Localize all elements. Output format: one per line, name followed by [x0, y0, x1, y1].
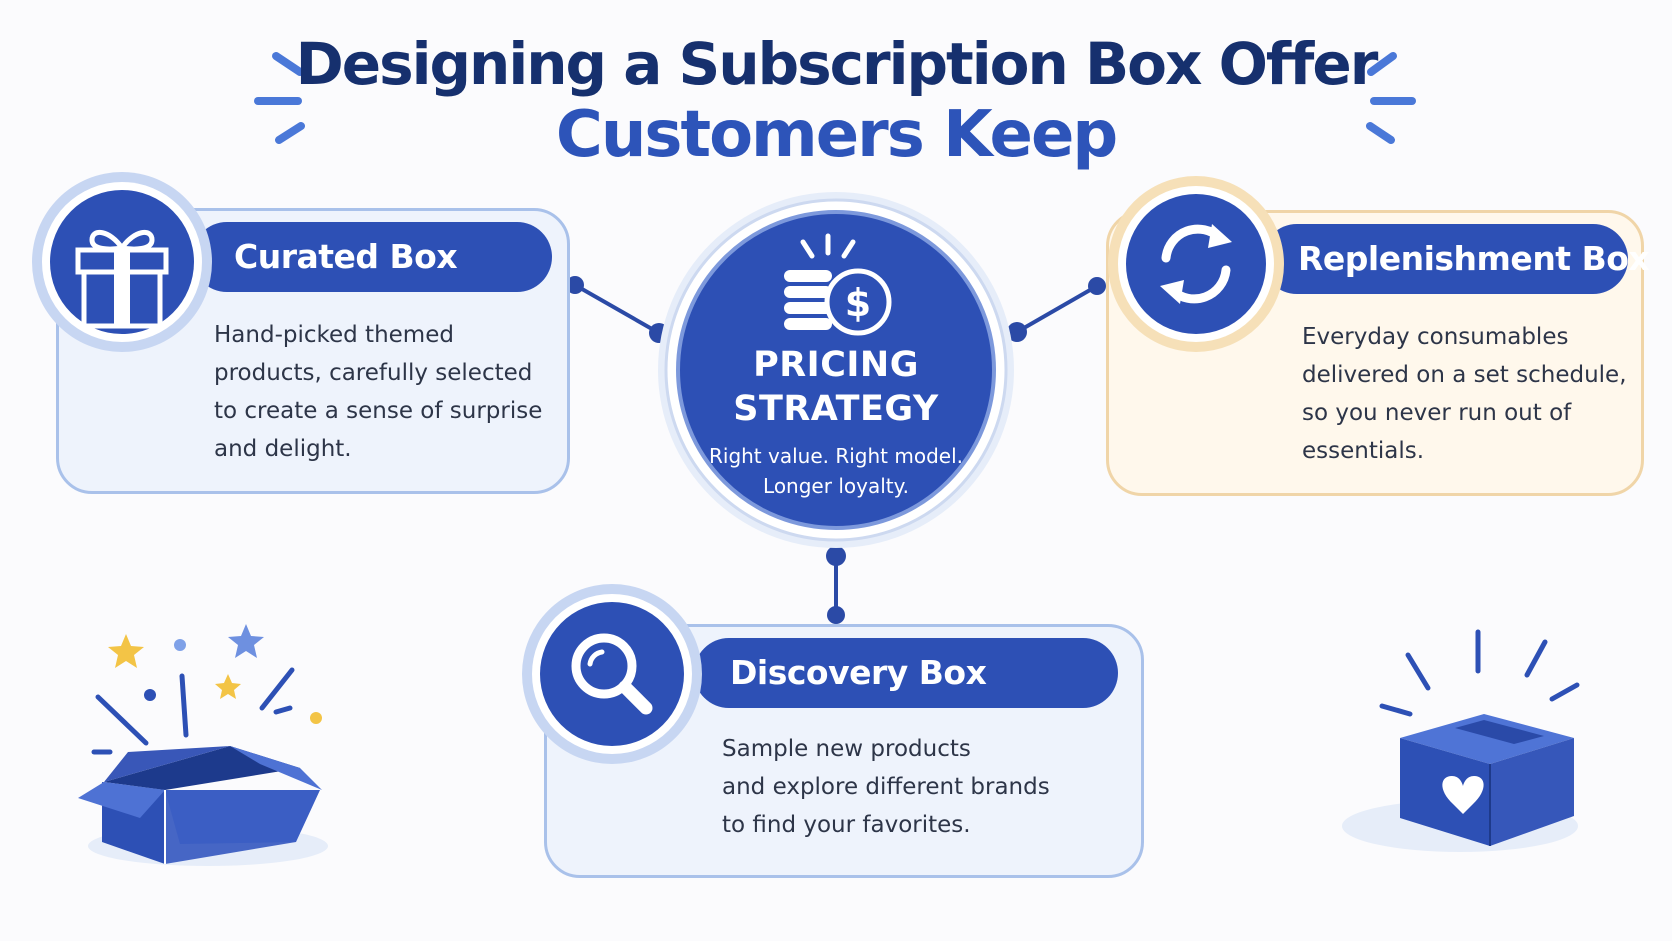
discovery-desc-line: Sample new products [722, 736, 971, 762]
curated-desc-line: products, carefully selected [214, 360, 533, 386]
replenishment-box-icon-badge [1108, 176, 1284, 352]
pricing-strategy-hub [658, 192, 1014, 548]
curated-desc-line: to create a sense of surprise [214, 398, 543, 424]
discovery-box-title-text: Discovery Box [730, 653, 987, 692]
center-subtitle-line-1: Right value. Right model. [708, 444, 964, 468]
curated-box-description: Hand-picked themed products, carefully s… [214, 316, 542, 468]
open-box-with-stars-icon [78, 624, 328, 866]
replenishment-desc-line: essentials. [1302, 438, 1425, 464]
refresh-arrows-icon [1118, 186, 1274, 342]
title-line-2: Customers Keep [555, 98, 1118, 172]
discovery-desc-line: and explore different brands [722, 774, 1050, 800]
discovery-box-description: Sample new products and explore differen… [722, 730, 1050, 844]
curated-box-title-text: Curated Box [234, 237, 458, 276]
replenishment-box-title-text: Replenishment Box [1298, 239, 1650, 278]
center-subtitle-line-2: Longer loyalty. [763, 474, 909, 498]
coins-dollar-icon: $ [784, 233, 892, 336]
center-title-line-2: STRATEGY [733, 389, 939, 429]
discovery-desc-line: to find your favorites. [722, 812, 971, 838]
title-line-1: Designing a Subscription Box Offer [295, 30, 1379, 98]
discovery-box-icon-badge [522, 584, 702, 764]
discovery-box-title: Discovery Box [694, 638, 1118, 708]
replenishment-desc-line: so you never run out of [1302, 400, 1572, 426]
curated-desc-line: Hand-picked themed [214, 322, 454, 348]
closed-box-with-heart-icon [1342, 629, 1580, 852]
svg-text:$: $ [845, 281, 871, 325]
replenishment-box-description: Everyday consumables delivered on a set … [1302, 318, 1627, 470]
replenishment-desc-line: Everyday consumables [1302, 324, 1569, 350]
gift-icon [42, 182, 202, 342]
replenishment-desc-line: delivered on a set schedule, [1302, 362, 1627, 388]
title-left-sparkle-icon [254, 52, 305, 144]
curated-desc-line: and delight. [214, 436, 352, 462]
title-right-sparkle-icon [1366, 52, 1416, 144]
curated-box-icon-badge [32, 172, 212, 352]
curated-box-title: Curated Box [192, 222, 552, 292]
magnifier-icon [532, 594, 692, 754]
connector-dots [566, 276, 1106, 624]
replenishment-box-title: Replenishment Box [1262, 224, 1650, 294]
center-title-line-1: PRICING [753, 345, 919, 385]
pricing-strategy-text: PRICING STRATEGY Right value. Right mode… [668, 343, 1004, 501]
